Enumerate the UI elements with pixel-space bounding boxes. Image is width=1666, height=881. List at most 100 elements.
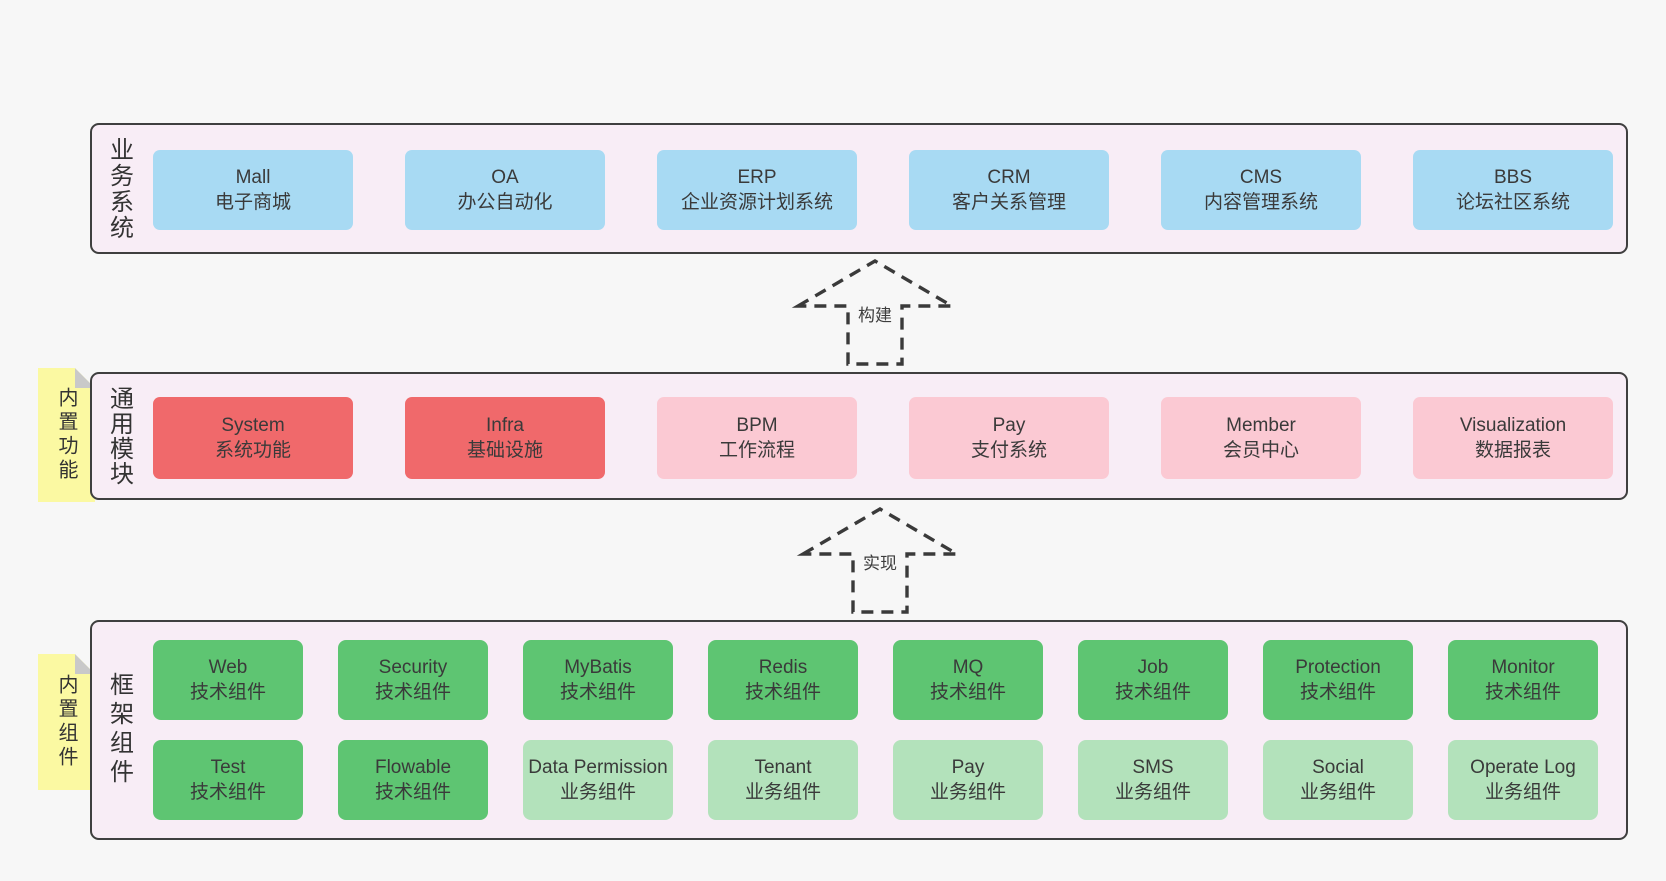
box-subtitle: 技术组件 (189, 782, 266, 803)
dashed-up-arrow-icon: 实现 (795, 504, 965, 616)
box-data-permission: Data Permission 业务组件 (523, 740, 673, 820)
box-bbs: BBS 论坛社区系统 (1413, 150, 1613, 230)
box-subtitle: 技术组件 (1484, 682, 1561, 703)
box-subtitle: 业务组件 (1299, 782, 1376, 803)
dashed-up-arrow-icon: 构建 (790, 256, 960, 368)
box-title: Test (210, 756, 246, 778)
sticky-note-components: 内置组件 (38, 654, 95, 790)
band-title-modules: 通用模块 (105, 386, 133, 486)
sticky-note-modules: 内置功能 (38, 368, 95, 502)
box-subtitle: 业务组件 (1484, 782, 1561, 803)
box-subtitle: 工作流程 (718, 440, 795, 461)
box-title: Pay (951, 756, 985, 778)
box-subtitle: 数据报表 (1474, 440, 1551, 461)
box-redis: Redis 技术组件 (708, 640, 858, 720)
box-pay: Pay 支付系统 (909, 397, 1109, 479)
band-title-business: 业务系统 (105, 136, 133, 241)
box-mall: Mall 电子商城 (153, 150, 353, 230)
box-title: Flowable (374, 756, 452, 778)
box-subtitle: 论坛社区系统 (1455, 192, 1570, 213)
box-title: Infra (485, 414, 525, 436)
band-title-components: 框架组件 (105, 672, 133, 788)
box-operate-log: Operate Log 业务组件 (1448, 740, 1598, 820)
box-title: BBS (1493, 166, 1533, 188)
arrow-label: 实现 (859, 552, 901, 576)
band-components: 框架组件 Web 技术组件 Security 技术组件 MyBatis 技术组件 Redis 技… (90, 620, 1628, 840)
box-subtitle: 会员中心 (1222, 440, 1299, 461)
box-subtitle: 客户关系管理 (951, 192, 1066, 213)
box-subtitle: 技术组件 (189, 682, 266, 703)
box-subtitle: 内容管理系统 (1203, 192, 1318, 213)
box-monitor: Monitor 技术组件 (1448, 640, 1598, 720)
box-tenant: Tenant 业务组件 (708, 740, 858, 820)
box-title: CRM (987, 166, 1031, 188)
box-title: SMS (1132, 756, 1174, 778)
box-subtitle: 支付系统 (970, 440, 1047, 461)
box-subtitle: 电子商城 (214, 192, 291, 213)
box-oa: OA 办公自动化 (405, 150, 605, 230)
box-row: Mall 电子商城 OA 办公自动化 ERP 企业资源计划系统 CRM 客户关系管理 CMS 内容… (153, 150, 1613, 230)
box-title: Job (1137, 656, 1169, 678)
box-infra: Infra 基础设施 (405, 397, 605, 479)
box-mybatis: MyBatis 技术组件 (523, 640, 673, 720)
box-title: Pay (992, 414, 1026, 436)
box-mq: MQ 技术组件 (893, 640, 1043, 720)
box-subtitle: 技术组件 (744, 682, 821, 703)
box-subtitle: 办公自动化 (457, 192, 553, 213)
box-subtitle: 基础设施 (466, 440, 543, 461)
box-subtitle: 系统功能 (214, 440, 291, 461)
box-subtitle: 技术组件 (559, 682, 636, 703)
arrow-label: 构建 (854, 304, 896, 328)
box-flowable: Flowable 技术组件 (338, 740, 488, 820)
box-subtitle: 业务组件 (559, 782, 636, 803)
box-title: Member (1226, 414, 1296, 436)
box-title: OA (491, 166, 519, 188)
box-subtitle: 技术组件 (374, 682, 451, 703)
box-title: Data Permission (528, 756, 668, 778)
box-title: Protection (1295, 656, 1381, 678)
box-cms: CMS 内容管理系统 (1161, 150, 1361, 230)
box-sms: SMS 业务组件 (1078, 740, 1228, 820)
box-title: MQ (952, 656, 984, 678)
box-subtitle: 技术组件 (374, 782, 451, 803)
box-title: Mall (235, 166, 271, 188)
box-crm: CRM 客户关系管理 (909, 150, 1109, 230)
box-protection: Protection 技术组件 (1263, 640, 1413, 720)
box-row: System 系统功能 Infra 基础设施 BPM 工作流程 Pay 支付系统 Member 会… (153, 397, 1613, 479)
box-bpm: BPM 工作流程 (657, 397, 857, 479)
box-job: Job 技术组件 (1078, 640, 1228, 720)
box-title: Tenant (754, 756, 812, 778)
box-title: Monitor (1491, 656, 1555, 678)
box-title: Operate Log (1470, 756, 1576, 778)
box-visualization: Visualization 数据报表 (1413, 397, 1613, 479)
box-subtitle: 技术组件 (929, 682, 1006, 703)
box-title: MyBatis (564, 656, 632, 678)
box-subtitle: 技术组件 (1299, 682, 1376, 703)
box-subtitle: 企业资源计划系统 (680, 192, 833, 213)
box-pay: Pay 业务组件 (893, 740, 1043, 820)
box-test: Test 技术组件 (153, 740, 303, 820)
box-title: Visualization (1459, 414, 1567, 436)
box-title: Web (208, 656, 248, 678)
box-subtitle: 技术组件 (1114, 682, 1191, 703)
box-system: System 系统功能 (153, 397, 353, 479)
box-title: System (221, 414, 285, 436)
box-subtitle: 业务组件 (744, 782, 821, 803)
box-title: CMS (1239, 166, 1283, 188)
sticky-note-label: 内置功能 (55, 387, 77, 483)
band-modules: 通用模块 System 系统功能 Infra 基础设施 BPM 工作流程 Pay 支付系统 Mem… (90, 372, 1628, 500)
box-web: Web 技术组件 (153, 640, 303, 720)
box-subtitle: 业务组件 (1114, 782, 1191, 803)
box-title: BPM (736, 414, 778, 436)
box-title: Security (378, 656, 448, 678)
box-security: Security 技术组件 (338, 640, 488, 720)
box-subtitle: 业务组件 (929, 782, 1006, 803)
sticky-note-label: 内置组件 (55, 674, 77, 770)
box-title: Redis (758, 656, 808, 678)
box-title: ERP (737, 166, 777, 188)
